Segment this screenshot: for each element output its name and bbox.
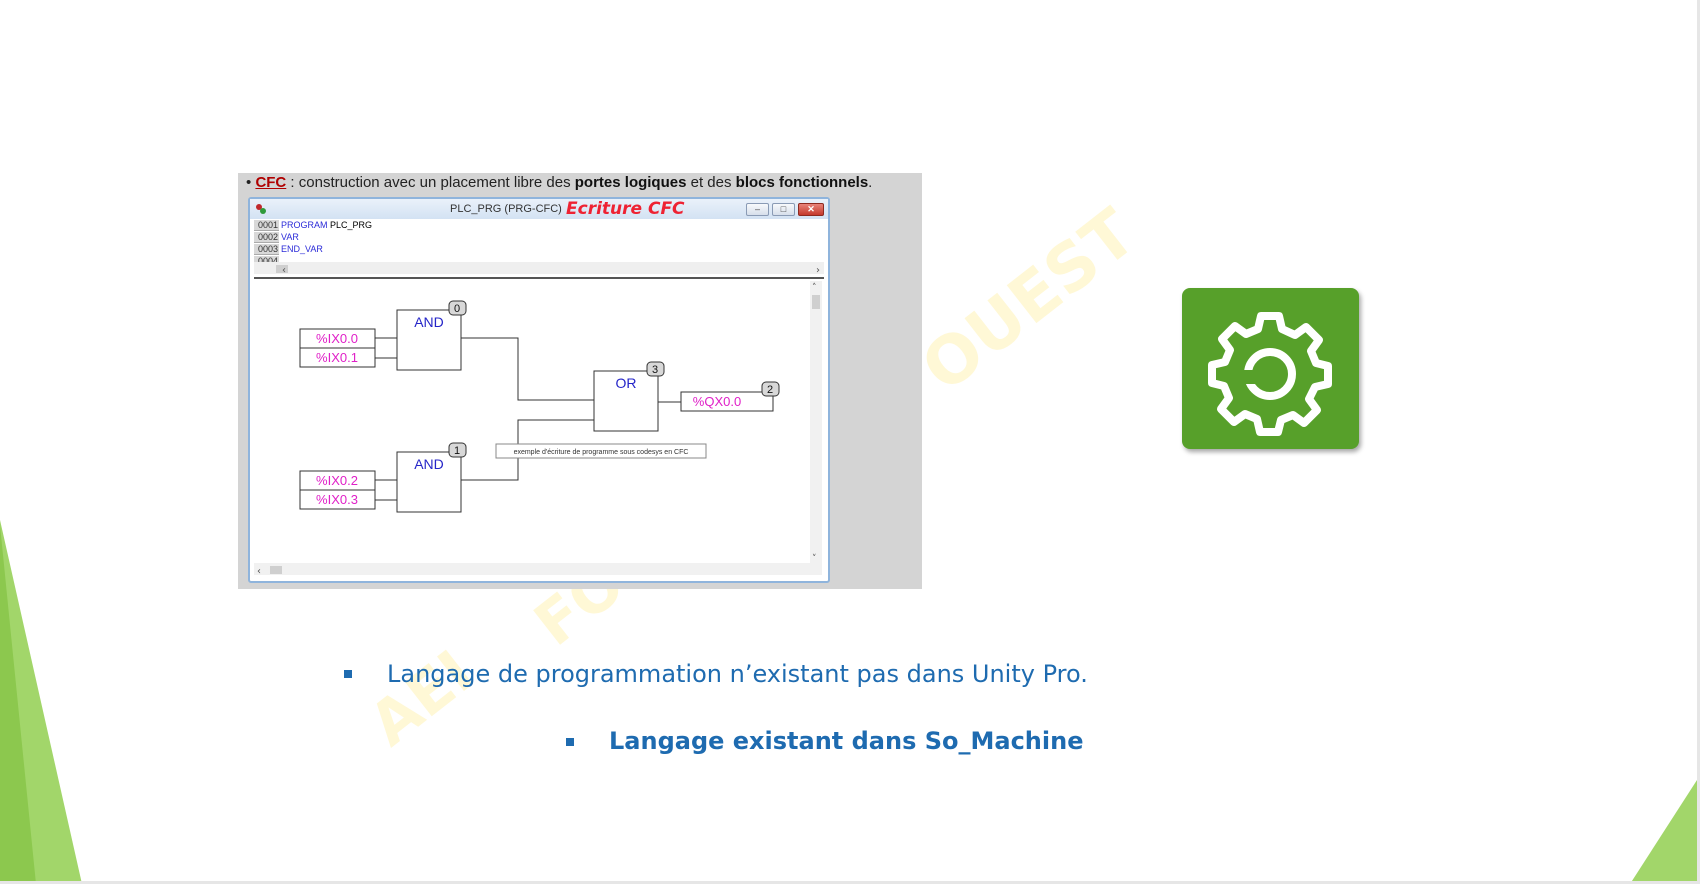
cfc-diagram: %IX0.0 %IX0.1 %IX0.2 %IX0.3 AND 0 [299,300,780,513]
caption-text-2: et des [686,174,736,191]
codesys-app-icon [256,204,266,214]
and-block [396,451,462,513]
declaration-scroll-arrows: ‹ › [276,265,820,276]
bullet-level1: Langage de programmation n’existant pas … [387,660,1088,688]
input-label: %IX0.2 [316,473,358,488]
order-number: 1 [454,445,460,457]
caption-bold-2: blocs fonctionnels [735,174,869,191]
declaration-line: 0004 [254,256,279,262]
order-badge [448,442,467,458]
right-green-triangle [1630,780,1697,884]
caption-bold-1: portes logiques [574,174,687,191]
editor-separator [254,277,824,279]
plc-editor-window: PLC_PRG (PRG-CFC) Ecriture CFC – □ ✕ 000… [248,197,830,583]
bullet-square-level1 [344,670,352,678]
watermark-part-c: OUEST [907,194,1150,407]
line-number: 0001 [254,220,279,231]
block-label: AND [414,456,444,472]
input-label: %IX0.1 [316,350,358,365]
minimize-button[interactable]: – [746,203,769,216]
slide-bottom-edge [0,881,1700,884]
svg-text:˅: ˅ [812,554,817,563]
slide-right-edge [1697,0,1700,884]
block-label: AND [414,314,444,330]
ecriture-cfc-tag: Ecriture CFC [566,199,685,219]
order-badge [448,300,467,316]
caption-text-3: . [868,174,873,191]
window-title: PLC_PRG (PRG-CFC) [450,203,562,215]
input-label: %IX0.0 [316,331,358,346]
order-number: 0 [454,303,460,315]
comment-text: exemple d'écriture de programme sous cod… [514,449,689,456]
caption-text-1: : construction avec un placement libre d… [286,174,575,191]
window-titlebar: PLC_PRG (PRG-CFC) Ecriture CFC – □ ✕ [250,199,828,219]
svg-text:›: › [816,265,820,275]
line-number: 0002 [254,232,279,243]
bullet-square-level2 [566,738,574,746]
horizontal-scroll-parts: ‹ [257,566,282,577]
output-label: %QX0.0 [693,394,741,409]
order-number: 2 [767,384,773,396]
line-number: 0004 [254,256,279,262]
bullet-level2: Langage existant dans So_Machine [609,727,1084,755]
cfc-caption: • CFC : construction avec un placement l… [246,174,872,191]
cfc-screenshot: • CFC : construction avec un placement l… [238,173,922,589]
keyword: PROGRAM [281,220,328,230]
gear-icon [1208,312,1332,436]
order-number: 3 [652,364,658,376]
order-badge [646,361,665,377]
keyword: END_VAR [281,244,323,254]
output-box [680,391,774,412]
declaration-horizontal-scrollbar[interactable]: ‹ › [254,262,824,276]
line-number: 0003 [254,244,279,255]
comment-box [495,443,707,459]
order-badge [761,381,780,397]
svg-text:˄: ˄ [812,283,817,293]
close-button[interactable]: ✕ [798,203,824,216]
code-text: PLC_PRG [327,220,373,230]
diagram-vertical-scrollbar[interactable]: ˄ ˅ [810,281,822,564]
diagram-horizontal-scrollbar[interactable]: ‹ [254,563,822,577]
watermark-part-a: AEI [356,637,487,760]
left-green-triangle-dark [0,525,36,884]
block-label: OR [616,375,637,391]
svg-text:‹: ‹ [282,265,286,275]
left-green-triangle-light [0,520,82,884]
settings-tile [1182,288,1359,449]
wire [461,337,594,401]
and-block [396,309,462,371]
svg-text:‹: ‹ [257,566,261,576]
vertical-scroll-parts: ˄ ˅ [812,283,820,564]
caption-bullet: • [246,174,252,191]
caption-cfc-term: CFC [255,174,287,191]
or-block [593,370,659,432]
input-label: %IX0.3 [316,492,358,507]
maximize-button[interactable]: □ [772,203,795,216]
cfc-diagram-area[interactable]: %IX0.0 %IX0.1 %IX0.2 %IX0.3 AND 0 [254,281,824,577]
keyword: VAR [281,232,299,242]
